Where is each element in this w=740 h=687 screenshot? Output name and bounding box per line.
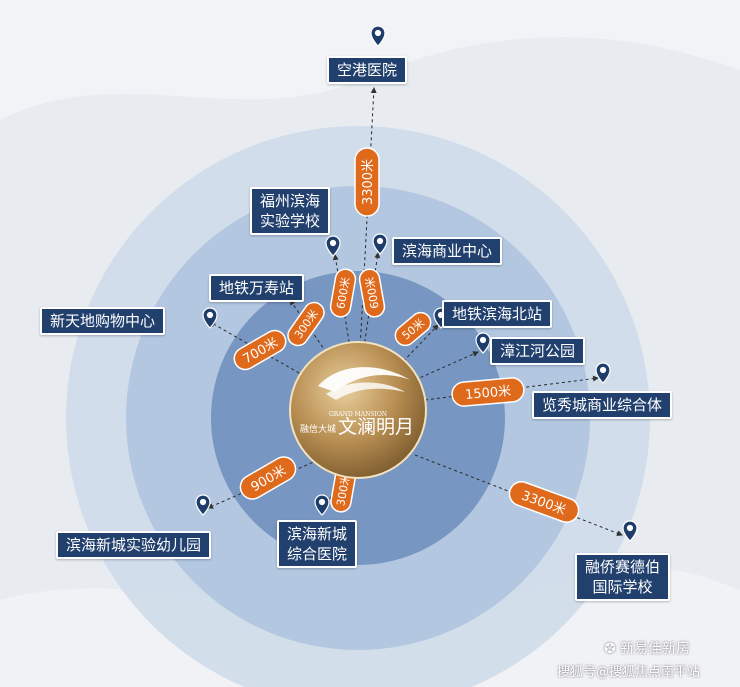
- location-pin-icon: [202, 307, 218, 329]
- poi-zhangjiang-park[interactable]: 漳江河公园: [490, 337, 586, 365]
- watermark-account-text: 新易佳新房: [620, 641, 691, 657]
- line-airport-hospital: [359, 87, 377, 351]
- poi-binhai-school[interactable]: 福州滨海 实验学校: [250, 187, 331, 235]
- location-pin-icon: [325, 235, 341, 257]
- logo-wing-icon: [318, 367, 410, 392]
- location-pin-icon: [372, 233, 388, 255]
- poi-xintiandi[interactable]: 新天地购物中心: [40, 307, 166, 335]
- line-lanxiu-mall: [424, 375, 599, 401]
- poi-airport-hospital[interactable]: 空港医院: [327, 56, 408, 84]
- svg-text:1500米: 1500米: [465, 384, 512, 403]
- svg-text:600米: 600米: [334, 276, 352, 310]
- location-pin-icon: [314, 494, 330, 516]
- poi-metro-wanshou[interactable]: 地铁万寿站: [209, 274, 305, 302]
- location-pin-icon: [195, 494, 211, 516]
- distance-tag-binhai-commerce: 600米: [358, 268, 386, 318]
- logo-small-text: GRAND MANSION: [329, 411, 387, 418]
- distance-tag-lanxiu-mall: 1500米: [451, 377, 525, 407]
- poi-binhai-commerce[interactable]: 滨海商业中心: [392, 237, 503, 265]
- brand-tag: 融信大城: [300, 423, 336, 435]
- watermark-account: ✪ 新易佳新房: [604, 638, 690, 658]
- svg-text:300米: 300米: [334, 473, 352, 507]
- poi-metro-binhai-north[interactable]: 地铁滨海北站: [442, 300, 553, 328]
- project-medallion[interactable]: GRAND MANSION 融信大城 文澜明月: [289, 341, 427, 479]
- location-pin-icon: [622, 520, 638, 542]
- location-pin-icon: [475, 332, 491, 354]
- distance-tag-metro-binhai-north: 50米: [394, 311, 432, 347]
- poi-kindergarten[interactable]: 滨海新城实验幼儿园: [56, 531, 212, 559]
- project-name: 文澜明月: [338, 416, 414, 438]
- poi-lanxiu-mall[interactable]: 览秀城商业综合体: [532, 391, 673, 419]
- distance-tag-airport-hospital: 3300米: [354, 147, 380, 217]
- poi-binhai-hospital[interactable]: 滨海新城 综合医院: [277, 520, 358, 568]
- distance-tag-binhai-school: 600米: [329, 268, 357, 318]
- distance-tag-binhai-hospital: 300米: [330, 467, 356, 513]
- watermark-source: 搜狐号@搜狐焦点南平站: [557, 665, 701, 680]
- svg-text:600米: 600米: [363, 276, 381, 310]
- location-pin-icon: [595, 362, 611, 384]
- svg-text:3300米: 3300米: [361, 159, 376, 205]
- poi-rongqiao-school[interactable]: 融侨赛德伯 国际学校: [575, 553, 671, 601]
- wechat-icon: ✪: [604, 641, 616, 657]
- line-metro-binhai-north: [394, 324, 439, 371]
- location-pin-icon: [370, 25, 386, 47]
